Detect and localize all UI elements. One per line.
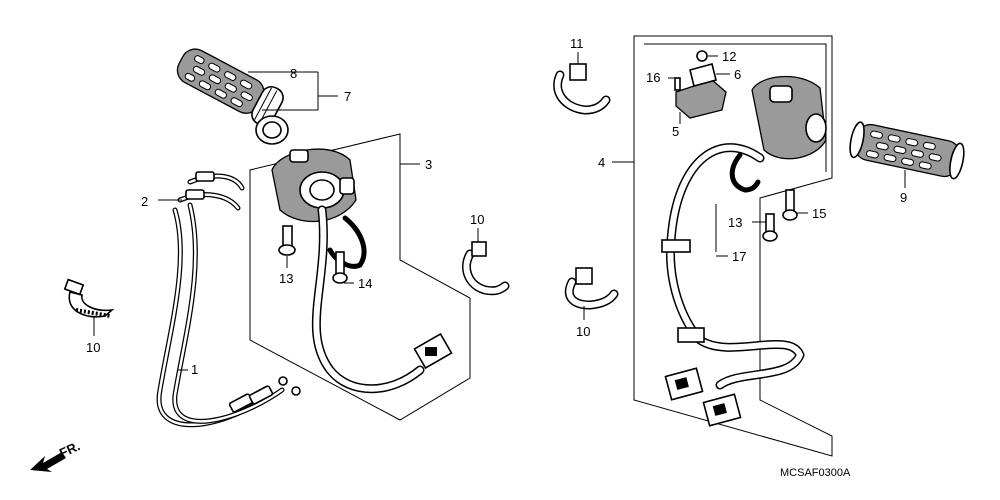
- screw-14: [332, 251, 348, 284]
- front-direction-label: FR.: [57, 438, 82, 460]
- wire-clip-right: [564, 267, 619, 310]
- screw-13-right: [762, 213, 778, 242]
- callout-8: 8: [290, 66, 297, 81]
- callout-9: 9: [900, 190, 907, 205]
- left-grip: [176, 48, 289, 145]
- screw-15: [782, 189, 798, 221]
- callout-14: 14: [358, 276, 372, 291]
- callout-2: 2: [141, 194, 148, 209]
- left-handlebar-switch: [271, 148, 453, 394]
- right-handlebar-switch: [661, 75, 827, 427]
- callout-16: 16: [646, 70, 660, 85]
- callout-10-middle: 10: [470, 212, 484, 227]
- bracket-5-6: [674, 50, 727, 119]
- wire-clip-left: [63, 278, 115, 318]
- left-switch-frame: [249, 133, 471, 421]
- callout-4: 4: [598, 155, 605, 170]
- screw-13-left: [278, 225, 296, 256]
- callout-7: 7: [344, 89, 351, 104]
- right-grip: [849, 121, 965, 180]
- callout-6: 6: [734, 67, 741, 82]
- callout-lines-right: [577, 52, 906, 320]
- catalog-code: MCSAF0300A: [780, 467, 851, 479]
- callout-17: 17: [732, 249, 746, 264]
- front-arrow-icon: FR.: [30, 438, 82, 472]
- callout-1: 1: [191, 362, 198, 377]
- callout-12: 12: [722, 49, 736, 64]
- callout-5: 5: [672, 124, 679, 139]
- throttle-cables: [156, 171, 301, 428]
- callout-10-right: 10: [576, 324, 590, 339]
- callout-15: 15: [812, 206, 826, 221]
- callout-13-left: 13: [279, 271, 293, 286]
- callout-10-left: 10: [86, 340, 100, 355]
- wire-clip-11: [553, 63, 611, 115]
- callout-11: 11: [570, 36, 584, 51]
- callout-13-right: 13: [728, 215, 742, 230]
- callout-lines-left: [93, 71, 479, 371]
- wire-clip-middle: [462, 241, 510, 296]
- callout-3: 3: [425, 157, 432, 172]
